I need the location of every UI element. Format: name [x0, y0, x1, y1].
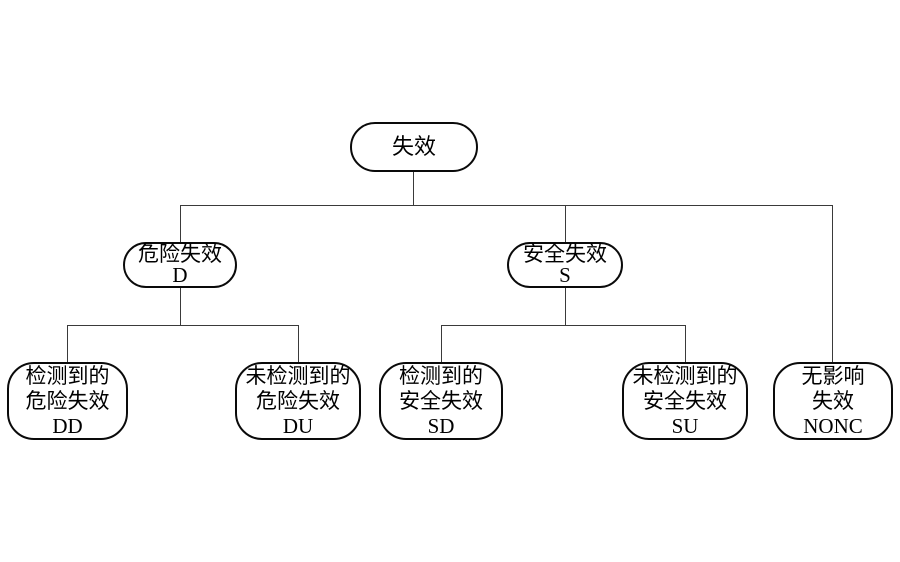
node-code: S	[559, 263, 571, 287]
connector-drop-nonc	[832, 205, 833, 363]
connector-d-bar	[67, 325, 299, 326]
node-detected-safe-sd: 检测到的 安全失效 SD	[379, 362, 503, 440]
node-label: 危险失效	[25, 388, 110, 413]
connector-drop-du	[298, 325, 299, 363]
node-label: 无影响	[801, 363, 865, 388]
node-label: 失效	[812, 388, 854, 413]
connector-drop-dd	[67, 325, 68, 363]
connector-main-bar	[180, 205, 833, 206]
node-label: 安全失效	[523, 242, 607, 266]
node-label: 危险失效	[256, 388, 340, 413]
connector-drop-sd	[441, 325, 442, 363]
node-label: 未检测到的	[245, 363, 351, 388]
node-code: SD	[427, 413, 455, 438]
node-label: 失效	[391, 134, 436, 159]
node-no-effect-nonc: 无影响 失效 NONC	[773, 362, 893, 440]
node-safe-failure-s: 安全失效 S	[507, 242, 623, 288]
node-code: DU	[282, 413, 314, 438]
node-code: D	[172, 263, 188, 287]
node-label: 安全失效	[643, 388, 727, 413]
node-label: 检测到的	[25, 363, 110, 388]
node-undetected-dangerous-du: 未检测到的 危险失效 DU	[235, 362, 361, 440]
node-label: 未检测到的	[632, 363, 738, 388]
connector-s-stem	[565, 287, 566, 326]
connector-drop-d	[180, 205, 181, 243]
node-label: 安全失效	[399, 388, 483, 413]
node-label: 检测到的	[399, 363, 483, 388]
node-detected-dangerous-dd: 检测到的 危险失效 DD	[7, 362, 128, 440]
node-code: DD	[52, 413, 83, 438]
node-code: SU	[671, 413, 699, 438]
node-code: NONC	[803, 413, 863, 438]
node-failure-root: 失效	[350, 122, 478, 172]
connector-drop-su	[685, 325, 686, 363]
connector-s-bar	[441, 325, 686, 326]
node-label: 危险失效	[138, 242, 222, 266]
node-undetected-safe-su: 未检测到的 安全失效 SU	[622, 362, 748, 440]
connector-drop-s	[565, 205, 566, 243]
connector-root-stem	[413, 172, 414, 206]
connector-d-stem	[180, 287, 181, 326]
node-dangerous-failure-d: 危险失效 D	[123, 242, 237, 288]
